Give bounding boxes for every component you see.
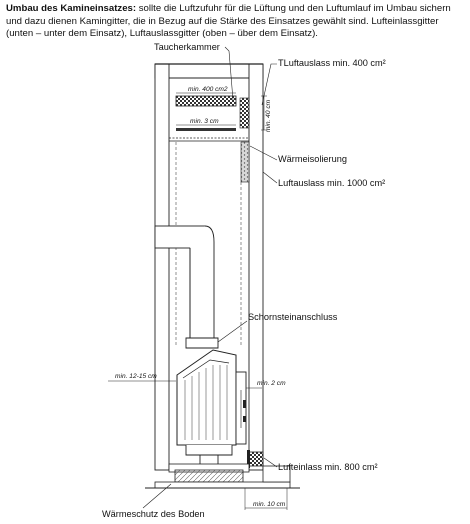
dim-min-12-15: min. 12-15 cm	[115, 373, 157, 380]
label-luftauslass: Luftauslass min. 1000 cm²	[278, 178, 385, 188]
insulation-block	[240, 141, 250, 183]
label-taucherkammer: Taucherkammer	[154, 42, 220, 52]
dim-min-10: min. 10 cm	[253, 501, 286, 508]
intro-paragraph: Umbau des Kamineinsatzes: sollte die Luf…	[6, 3, 464, 41]
dim-min-3: min. 3 cm	[190, 118, 219, 125]
top-grid-upper	[175, 95, 237, 107]
leader-lines	[142, 46, 278, 509]
diving-chamber	[169, 95, 249, 142]
bottom-inlet-grid	[248, 451, 264, 467]
intro-title: Umbau des Kamineinsatzes:	[6, 3, 137, 14]
dim-min-400: min. 400 cm2	[188, 86, 228, 93]
dim-min-40: min. 40 cm	[265, 99, 272, 132]
housing-left-wall	[154, 63, 170, 471]
dim-min-2: min. 2 cm	[257, 380, 286, 387]
label-lufteinlass: Lufteinlass min. 800 cm²	[278, 462, 378, 472]
upper-outlet-grid	[239, 97, 250, 129]
housing-right-wall	[248, 63, 264, 471]
dimension-lines: min. 400 cm2 min. 3 cm min. 40 cm min. 1…	[108, 86, 288, 510]
label-tluftauslass: TLuftauslass min. 400 cm²	[278, 58, 386, 68]
housing	[154, 63, 264, 471]
chimney-pipe	[154, 225, 219, 349]
chamber-plate	[176, 128, 236, 131]
floor-protection	[145, 463, 300, 489]
label-schornsteinanschluss: Schornsteinanschluss	[248, 312, 338, 322]
label-waermeisolierung: Wärmeisolierung	[278, 154, 347, 164]
housing-top-wall	[154, 63, 264, 79]
intro-text: sollte die Luftzufuhr für die Lüftung un…	[6, 3, 451, 40]
fireplace-insert	[176, 349, 247, 464]
label-waermeschutz: Wärmeschutz des Boden	[102, 509, 205, 519]
callouts: Taucherkammer TLuftauslass min. 400 cm² …	[102, 42, 386, 519]
